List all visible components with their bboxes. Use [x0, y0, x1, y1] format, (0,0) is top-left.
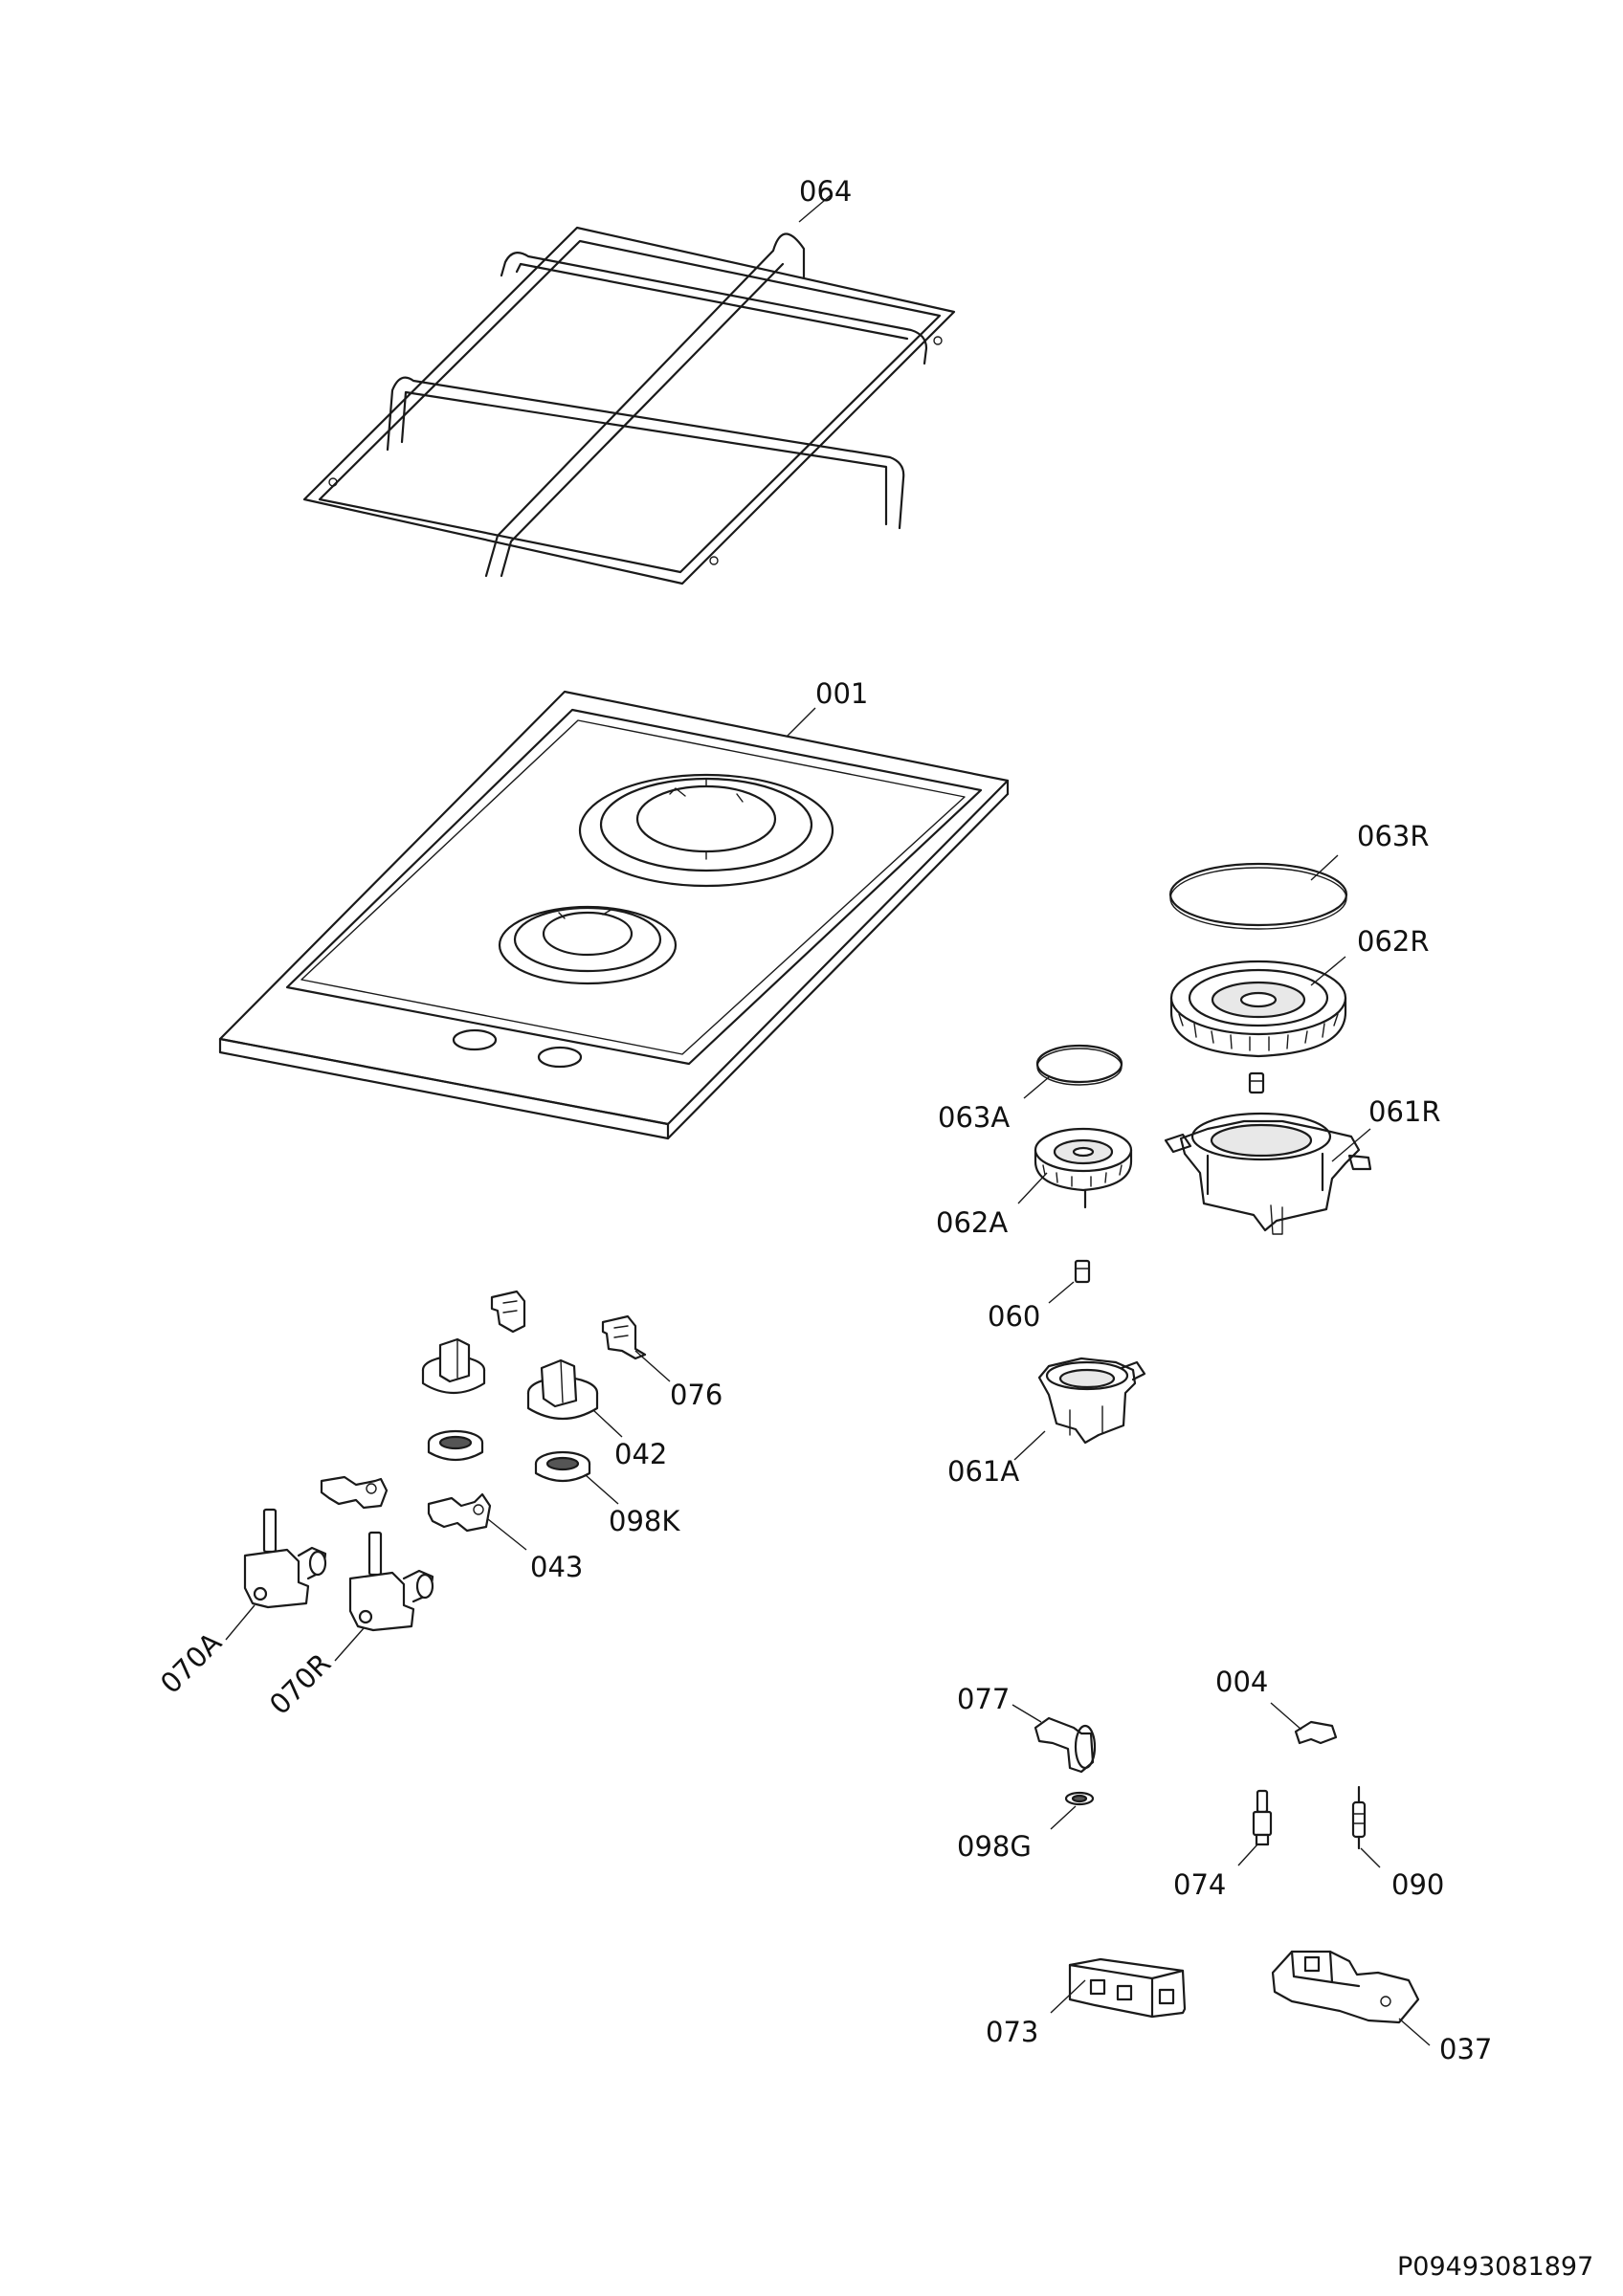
valve-bracket-left [320, 1475, 389, 1510]
label-061R: 061R [1368, 1095, 1441, 1128]
label-062R: 062R [1357, 925, 1430, 958]
label-042: 042 [614, 1438, 667, 1470]
label-004: 004 [1215, 1666, 1268, 1698]
burner-crown-small [1034, 1127, 1133, 1209]
label-064: 064 [799, 175, 852, 208]
knob-bracket-left [490, 1290, 526, 1334]
label-073: 073 [986, 2016, 1038, 2048]
burner-cap-large [1168, 862, 1348, 930]
knob-bracket-right [601, 1314, 647, 1360]
inlet-washer [1064, 1791, 1095, 1806]
label-037: 037 [1439, 2033, 1492, 2065]
control-knob-right [526, 1358, 599, 1420]
burner-crown-large [1169, 960, 1347, 1058]
pan-support-grate [302, 226, 956, 585]
leader-lines [225, 194, 1431, 2046]
gas-inlet-elbow [1034, 1716, 1097, 1774]
label-076: 076 [670, 1379, 723, 1411]
label-098G: 098G [957, 1830, 1032, 1863]
knob-seal-left [427, 1429, 484, 1462]
label-070A: 070A [154, 1626, 228, 1700]
burner-cup-small [1037, 1357, 1146, 1445]
label-063R: 063R [1357, 820, 1430, 852]
gas-valve-rapid [348, 1531, 434, 1632]
hob-top-plate [218, 690, 1010, 1140]
gas-valve-auxiliary [243, 1508, 327, 1609]
label-070R: 070R [263, 1647, 337, 1721]
control-knob-left [421, 1337, 486, 1394]
part-labels: 064 001 063R 062R 061R 063A 062A 060 061… [154, 175, 1492, 2065]
safety-valve-bracket [1271, 1950, 1420, 2024]
label-060: 060 [988, 1300, 1040, 1333]
burner-cap-small [1035, 1044, 1123, 1086]
document-number: P09493081897 [1397, 2252, 1593, 2282]
label-043: 043 [530, 1551, 583, 1583]
knob-seal-right [534, 1450, 591, 1483]
fixing-clip [1294, 1720, 1338, 1745]
label-077: 077 [957, 1683, 1010, 1715]
label-063A: 063A [938, 1101, 1010, 1134]
label-061A: 061A [947, 1455, 1019, 1488]
gas-injector-small [1074, 1259, 1091, 1284]
thermocouple [1351, 1785, 1367, 1850]
label-098K: 098K [609, 1505, 680, 1537]
ignition-plug [1252, 1789, 1273, 1846]
label-090: 090 [1391, 1868, 1444, 1901]
label-062A: 062A [936, 1206, 1008, 1239]
valve-bracket-right [427, 1492, 492, 1533]
label-074: 074 [1173, 1868, 1226, 1901]
label-001: 001 [815, 677, 868, 710]
spark-generator [1068, 1957, 1187, 2019]
burner-cup-large [1164, 1112, 1372, 1235]
gas-injector-large [1248, 1071, 1265, 1094]
